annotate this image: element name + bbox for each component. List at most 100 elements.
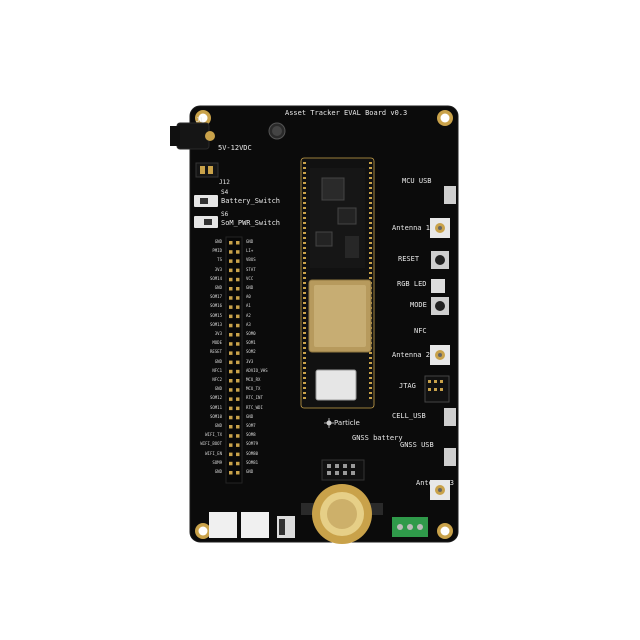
header-pin-label-right: SOM7	[246, 423, 256, 428]
header-pin	[236, 360, 240, 365]
header-pin-label-left: NFC2	[212, 377, 222, 382]
header-pin-label-left: GND	[214, 285, 222, 290]
som-edge-pad	[303, 197, 306, 199]
header-pin	[236, 461, 240, 466]
som-edge-pad	[369, 367, 372, 369]
som-edge-pad	[369, 357, 372, 359]
label-mcu-usb: MCU USB	[402, 177, 432, 185]
header-pin	[236, 314, 240, 319]
som-edge-pad	[303, 177, 306, 179]
som-edge-pad	[303, 307, 306, 309]
header-pin	[229, 351, 233, 355]
particle-logo-icon	[324, 418, 334, 428]
som-edge-pad	[369, 222, 372, 224]
header-pin	[229, 461, 233, 466]
som-power-switch	[194, 216, 218, 228]
label-s4: S4	[221, 189, 229, 196]
label-power-input: 5V-12VDC	[218, 144, 252, 152]
som-edge-pad	[303, 172, 306, 174]
antenna-connectors	[430, 218, 450, 500]
som-edge-pad	[369, 202, 372, 204]
bottom-connectors	[209, 512, 295, 538]
header-pin	[229, 277, 233, 282]
header-pin-label-left: SOM10	[209, 413, 222, 419]
header-pin	[236, 250, 240, 254]
som-edge-pad	[303, 372, 306, 374]
som-edge-pad	[303, 262, 306, 264]
dc-barrel-jack	[170, 122, 215, 150]
som-edge-pad	[303, 302, 306, 304]
header-pin	[236, 443, 240, 447]
header-pin	[229, 259, 233, 263]
som-edge-pad	[303, 382, 306, 384]
header-pin	[229, 388, 233, 392]
som-edge-pad	[369, 372, 372, 374]
header-pin-label-right: GND	[246, 413, 254, 419]
som-edge-pad	[369, 227, 372, 229]
header-pin-label-right: GND	[246, 239, 254, 244]
som-edge-pad	[303, 167, 306, 169]
label-brand: Particle	[334, 419, 360, 427]
header-pin-label-right: SOM80	[246, 450, 259, 456]
header-pin	[236, 425, 240, 429]
header-pin-label-right: SOM8	[246, 432, 256, 438]
som-edge-pad	[303, 362, 306, 364]
som-edge-pad	[303, 332, 306, 334]
som-edge-pad	[303, 252, 306, 254]
right-buttons	[431, 251, 449, 315]
header-pin	[229, 379, 233, 383]
battery-switch	[194, 195, 218, 207]
header-pin	[236, 268, 240, 273]
header-pin	[236, 277, 240, 282]
som-edge-pad	[369, 217, 372, 219]
header-pin	[229, 406, 233, 411]
som-edge-pad	[369, 362, 372, 364]
rgb-led	[431, 279, 445, 293]
label-s6: S6	[221, 211, 229, 218]
som-edge-pad	[303, 202, 306, 204]
som-edge-pad	[369, 197, 372, 199]
som-edge-pad	[303, 247, 306, 249]
som-edge-pad	[303, 287, 306, 289]
label-j1: J1	[196, 117, 204, 124]
header-pin-label-left: SOM15	[209, 312, 222, 318]
header-pin-label-left: RESET	[209, 349, 222, 355]
som-edge-pad	[369, 192, 372, 194]
som-edge-pad	[303, 357, 306, 359]
gnss-module	[315, 369, 357, 401]
label-mode: MODE	[410, 301, 427, 309]
som-edge-pad	[369, 187, 372, 189]
header-pin	[229, 323, 233, 328]
som-edge-pad	[369, 207, 372, 209]
header-pin-label-left: GND	[214, 423, 222, 428]
label-nfc: NFC	[414, 327, 427, 335]
som-edge-pad	[303, 317, 306, 319]
header-pin	[236, 452, 240, 457]
header-pin-label-right: A3	[246, 321, 251, 327]
header-pin-label-left: 3V3	[214, 331, 222, 336]
pin-header	[225, 236, 243, 484]
som-edge-pad	[369, 182, 372, 184]
header-pin	[236, 333, 240, 337]
header-pin	[236, 241, 240, 245]
som-edge-pad	[303, 387, 306, 389]
label-som-pwr-switch: SoM_PWR_Switch	[221, 219, 281, 227]
header-pin	[229, 250, 233, 254]
som-edge-pad	[303, 182, 306, 184]
header-pin	[229, 287, 233, 291]
som-edge-pad	[303, 272, 306, 274]
header-pin-label-right: GND	[246, 285, 254, 290]
header-pin	[236, 471, 240, 475]
header-pin-label-right: MCU_TX	[246, 386, 261, 392]
label-jtag: JTAG	[399, 382, 416, 390]
som-edge-pad	[369, 252, 372, 254]
som-edge-pad	[369, 212, 372, 214]
header-pin	[229, 333, 233, 337]
header-pin	[236, 415, 240, 420]
header-pin-label-right: SOM2	[246, 349, 256, 355]
header-pin	[229, 452, 233, 457]
header-pin-label-right: VBUS	[246, 257, 256, 263]
usb-ports	[444, 186, 456, 466]
som-edge-pad	[369, 242, 372, 244]
